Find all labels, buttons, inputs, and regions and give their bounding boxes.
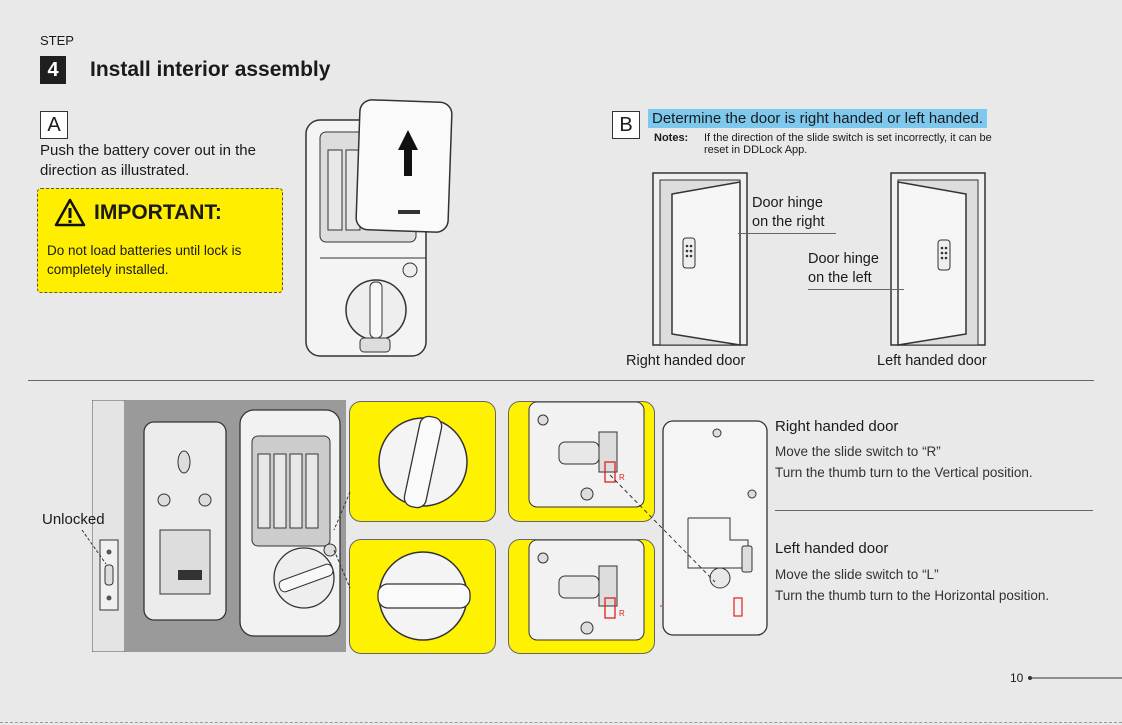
section-b-title: Determine the door is right handed or le… [648,109,988,128]
right-handed-step2: Turn the thumb turn to the Vertical posi… [775,465,1033,480]
switch-l-letter: R [619,609,625,618]
back-plate-illustration [660,420,768,636]
thumb-turn-vertical-panel [349,401,496,522]
right-handed-door-caption: Right handed door [626,353,746,369]
left-handed-door-caption: Left handed door [877,353,987,369]
notes: Notes: If the direction of the slide swit… [654,132,1014,156]
hinge-right-label: Door hinge on the right [752,195,825,230]
important-title: IMPORTANT: [94,201,222,224]
battery-cover-illustration [305,99,453,357]
callout-lines [609,474,716,583]
right-handed-door-illustration [652,172,748,346]
left-handed-step2: Turn the thumb turn to the Horizontal po… [775,588,1050,603]
switch-r-letter: R [619,473,625,482]
warning-icon [54,198,86,227]
thumb-turn-horizontal-panel [349,539,496,654]
thumb-turn-horizontal-icon [377,551,471,641]
zoom-lines [333,491,351,589]
hinge-left-line [808,289,904,290]
hinge-right-line [738,233,836,234]
unlocked-label: Unlocked [42,511,105,528]
section-b-letter: B [612,111,640,139]
page-number: 10 [1010,671,1024,685]
page-number-rule [1028,676,1122,680]
hinge-left-label: Door hinge on the left [808,251,879,286]
section-a-instruction: Push the battery cover out in the direct… [40,142,256,179]
slide-switch-l-panel: R [508,539,655,654]
left-handed-title: Left handed door [775,540,889,557]
right-left-divider [775,510,1093,511]
right-handed-step1: Move the slide switch to “R” [775,444,941,459]
step-label: STEP [40,33,74,48]
unlocked-pointer [81,529,107,565]
right-handed-title: Right handed door [775,418,899,435]
thumb-turn-vertical-icon [378,415,468,509]
important-body: Do not load batteries until lock is comp… [47,243,242,277]
page-title: Install interior assembly [90,58,331,81]
slide-switch-l-icon: R [528,540,645,641]
left-handed-door-illustration [890,172,986,346]
section-a-letter: A [40,111,68,139]
notes-text: If the direction of the slide switch is … [704,132,992,156]
bottom-border [0,722,1122,723]
step-number: 4 [40,56,66,84]
notes-label: Notes: [654,132,689,144]
left-handed-step1: Move the slide switch to “L” [775,567,939,582]
important-box: IMPORTANT: Do not load batteries until l… [37,188,283,293]
section-divider [28,380,1094,381]
installed-lock-illustration [92,400,346,652]
